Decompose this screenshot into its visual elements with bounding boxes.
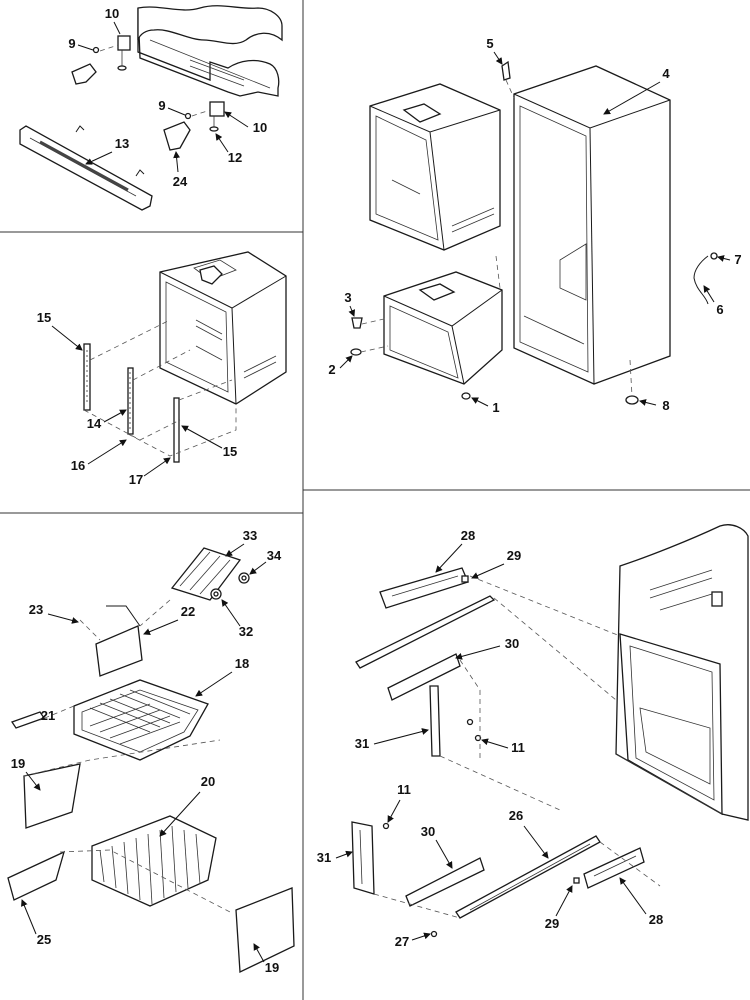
handle-21	[10, 711, 46, 729]
upper-liner	[369, 83, 501, 251]
callout-15b: 15	[223, 444, 237, 459]
callouts-top-left: 10 9 9 10 12 13 24	[68, 6, 267, 189]
screw-11-upper	[474, 734, 482, 742]
tube-6	[693, 255, 709, 305]
callout-19b: 19	[265, 960, 279, 975]
slide-rail-upper	[355, 595, 496, 669]
callout-28-upper: 28	[461, 528, 475, 543]
callout-1: 1	[492, 400, 499, 415]
callout-19a: 19	[11, 756, 25, 771]
screw-29-upper	[461, 575, 469, 583]
callout-16: 16	[71, 458, 85, 473]
slide-30-upper	[387, 653, 461, 701]
bracket-31-lower	[351, 821, 375, 895]
callout-23: 23	[29, 602, 43, 617]
bracket-31-upper	[429, 685, 441, 757]
stop-bracket-right	[163, 121, 191, 151]
freezer-opening	[619, 633, 723, 816]
liner-box	[159, 251, 287, 405]
callout-29-lower: 29	[545, 916, 559, 931]
cabinet-top-section	[137, 7, 280, 97]
callout-10b: 10	[253, 120, 267, 135]
callout-9a: 9	[68, 36, 75, 51]
fitting-3	[351, 317, 363, 329]
callout-4: 4	[662, 66, 670, 81]
callout-11-upper: 11	[511, 740, 525, 755]
slide-bracket-28-upper	[379, 567, 469, 609]
callout-29-upper: 29	[507, 548, 521, 563]
callout-27: 27	[395, 934, 409, 949]
callout-11-lower: 11	[397, 782, 411, 797]
callout-31-upper: 31	[355, 736, 369, 751]
pin-5	[501, 60, 511, 81]
side-panel-19-left	[23, 763, 81, 829]
callout-24: 24	[173, 174, 188, 189]
callout-8: 8	[662, 398, 669, 413]
bracket-22	[95, 625, 143, 677]
callout-17: 17	[129, 472, 143, 487]
callout-9b: 9	[158, 98, 165, 113]
callout-26: 26	[509, 808, 523, 823]
panel-right-upper	[350, 60, 718, 405]
clip-7	[710, 252, 718, 260]
stop-bracket-left	[71, 63, 97, 85]
callout-20: 20	[201, 774, 215, 789]
callout-18: 18	[235, 656, 249, 671]
callout-7: 7	[734, 252, 741, 267]
callout-6: 6	[716, 302, 723, 317]
o-ring-2	[350, 348, 362, 356]
side-panel-25	[7, 850, 66, 901]
callout-13: 13	[115, 136, 129, 151]
rail-15-right	[173, 397, 180, 463]
panel-middle-left	[83, 251, 287, 463]
panel-bottom-right	[351, 524, 749, 938]
screw-9a	[92, 46, 100, 54]
screw-1	[461, 392, 471, 400]
slide-bracket-28-lower	[583, 847, 645, 889]
callout-5: 5	[486, 36, 493, 51]
callouts-bottom-right: 28 29 30 31 11 11 30 26 31 27 29 28	[317, 528, 663, 949]
callout-31-lower: 31	[317, 850, 331, 865]
callout-3: 3	[344, 290, 351, 305]
callouts-middle-left: 15 14 16 17 15	[37, 310, 237, 487]
callout-28-lower: 28	[649, 912, 663, 927]
callout-21: 21	[41, 708, 55, 723]
screw-9b	[184, 112, 192, 120]
side-panel-19-right	[235, 887, 295, 974]
callout-33: 33	[243, 528, 257, 543]
tray-33	[170, 547, 242, 601]
callout-2: 2	[328, 362, 335, 377]
callout-30-lower: 30	[421, 824, 435, 839]
panel-top-left	[19, 5, 283, 211]
basket-20	[91, 815, 217, 907]
panel-bottom-left	[7, 547, 295, 974]
cabinet-wavy-top	[137, 5, 283, 45]
callout-12: 12	[228, 150, 242, 165]
basket-18	[73, 679, 209, 761]
hinge-left	[117, 35, 131, 51]
screw-11-lower	[382, 822, 390, 830]
foot-8	[625, 395, 639, 405]
callouts-bottom-left: 33 34 32 23 22 18 21 19 20 25 19	[11, 528, 282, 975]
callout-22: 22	[181, 604, 195, 619]
callout-32: 32	[239, 624, 253, 639]
callout-14: 14	[87, 416, 102, 431]
callout-15a: 15	[37, 310, 51, 325]
callout-30-upper: 30	[505, 636, 519, 651]
callout-25: 25	[37, 932, 51, 947]
screw-27	[430, 930, 438, 938]
callouts-right-upper: 5 4 3 2 1 7 6 8	[328, 36, 741, 415]
callout-10a: 10	[105, 6, 119, 21]
slide-30-lower	[405, 857, 485, 907]
screw-29-lower	[573, 877, 580, 884]
lower-liner	[383, 271, 503, 385]
callout-34: 34	[267, 548, 282, 563]
hinge-right	[209, 101, 225, 117]
rail-14	[127, 367, 134, 435]
